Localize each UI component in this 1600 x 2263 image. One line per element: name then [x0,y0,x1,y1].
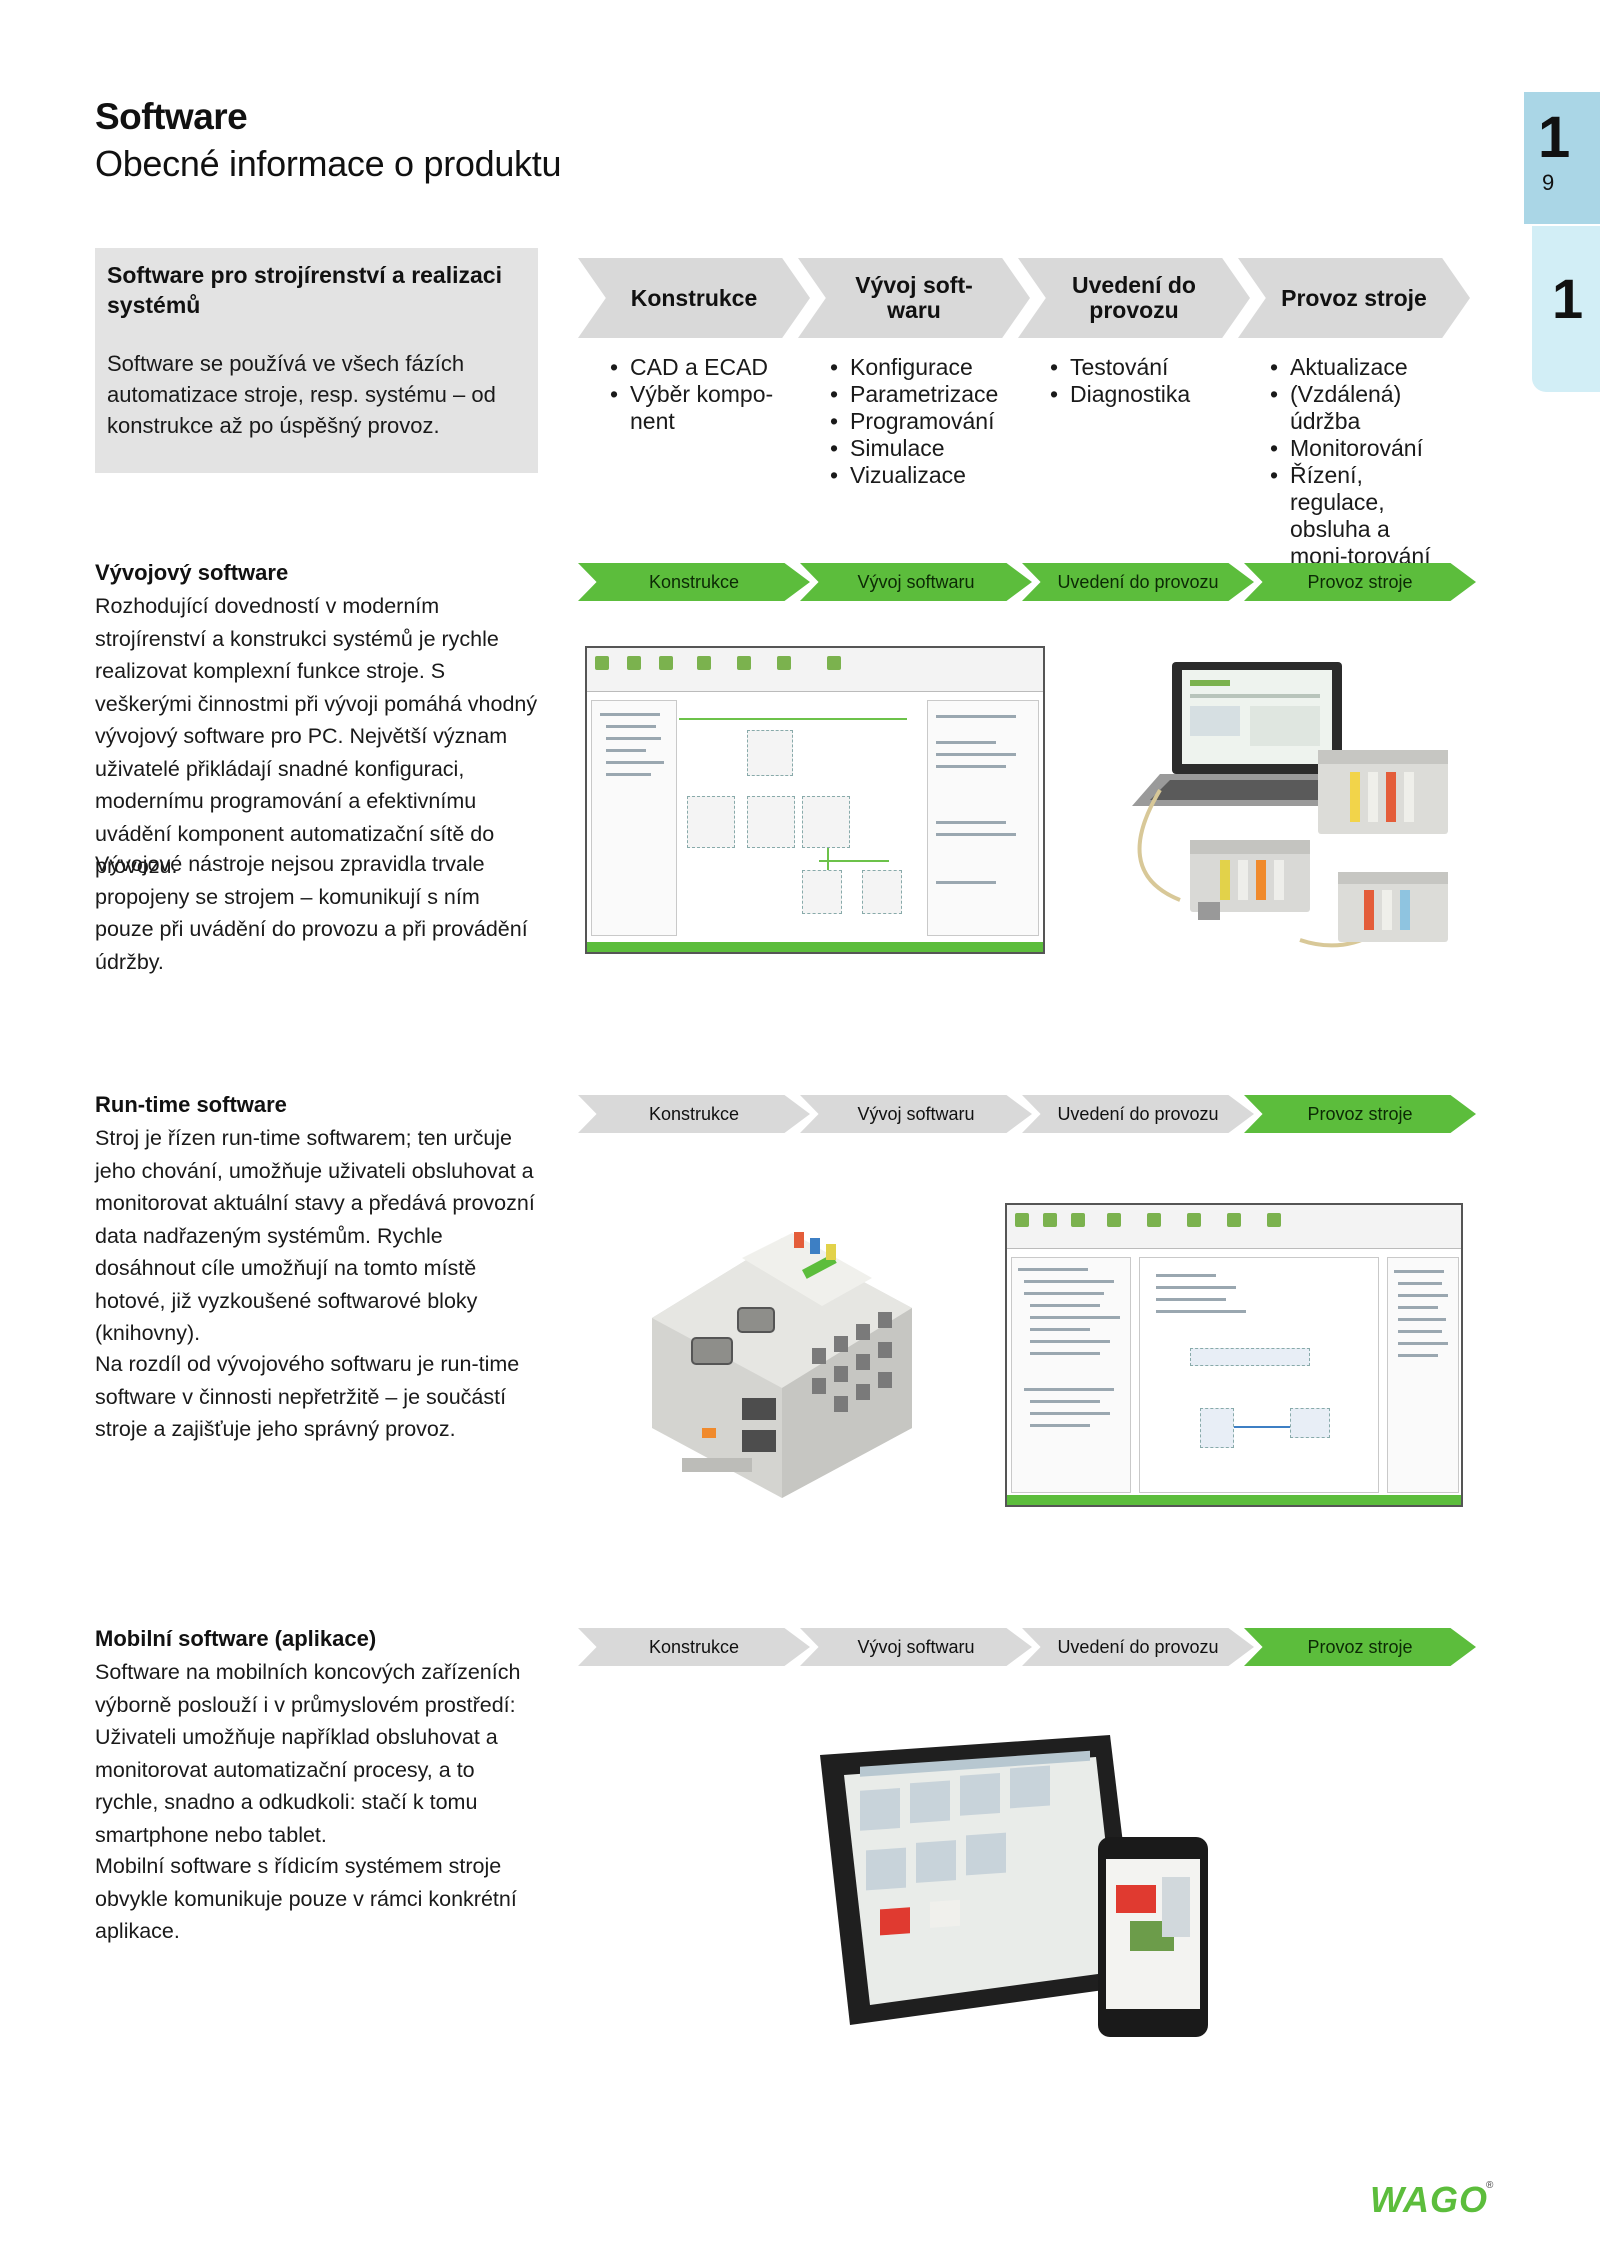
phase-indicator-vyvoj: Vývoj softwaru [800,563,1032,601]
wago-logo-mark: WAGO ® [1370,2179,1494,2220]
list-item: Vizualizace [830,462,1000,489]
dev-software-screenshot [585,646,1045,954]
list-item: (Vzdálená) údržba [1270,381,1450,435]
list-item: Monitorování [1270,435,1450,462]
list-item: Testování [1050,354,1220,381]
phase-indicator-konstrukce: Konstrukce [578,1095,810,1133]
section-number: 1 [1552,267,1584,330]
section-heading-mobilni: Mobilní software (aplikace) [95,1626,377,1651]
phase-indicator-provoz: Provoz stroje [1244,1628,1476,1666]
svg-text:WAGO: WAGO [1370,2179,1488,2220]
page-subtitle: Obecné informace o produktu [95,143,562,184]
controller-illustration [652,1232,912,1498]
phase-indicator-provoz: Provoz stroje [1244,563,1476,601]
section-heading-runtime: Run-time software [95,1092,287,1117]
section-text-runtime-2: Na rozdíl od vývojového softwaru je run-… [95,1352,520,1441]
list-item: Aktualizace [1270,354,1450,381]
intro-box: Software pro strojírenství a realizaci s… [95,248,538,473]
phase-list-uvedeni: Testování Diagnostika [1050,354,1220,408]
list-item: Programování [830,408,1000,435]
section-heading-vyvojovy: Vývojový software [95,560,289,585]
phase-list-vyvoj: Konfigurace Parametrizace Programování S… [830,354,1000,489]
phase-chevron-vyvoj: Vývoj soft-waru [798,258,1030,338]
phase-indicator-vyvoj: Vývoj softwaru [800,1628,1032,1666]
phase-indicator-uvedeni: Uvedení do provozu [1022,1095,1254,1133]
list-item: Simulace [830,435,1000,462]
list-item: Řízení, regulace, obsluha a moni-torován… [1270,462,1450,570]
page-title: Software [95,96,248,137]
svg-text:®: ® [1486,2180,1494,2191]
phase-chevron-provoz: Provoz stroje [1238,258,1470,338]
chapter-tab-top: 1 9 [1524,92,1600,224]
laptop-controller-illustration [1132,662,1448,948]
section-text-runtime-1: Stroj je řízen run-time softwarem; ten u… [95,1126,535,1345]
ribbon-toolbar [1007,1205,1461,1249]
phase-list-provoz: Aktualizace (Vzdálená) údržba Monitorová… [1270,354,1450,570]
project-tree-pane [591,700,677,936]
properties-pane [927,700,1039,936]
list-item: Konfigurace [830,354,1000,381]
section-text-mobilni-1: Software na mobilních koncových zařízení… [95,1660,521,1847]
chapter-tab-bottom: 1 [1532,226,1600,392]
tablet-phone-illustration [820,1735,1208,2037]
list-item: Výběr kompo-nent [610,381,780,435]
phase-chevron-uvedeni: Uvedení do provozu [1018,258,1250,338]
section-text-vyvojovy-1: Rozhodující dovedností v moderním strojí… [95,594,538,878]
phase-indicator-konstrukce: Konstrukce [578,563,810,601]
list-item: Diagnostika [1050,381,1220,408]
device-tree-pane [1011,1257,1131,1493]
phase-indicator-mobilni: Konstrukce Vývoj softwaru Uvedení do pro… [578,1628,1478,1666]
intro-text: Software se používá ve všech fázích auto… [107,351,496,438]
ribbon-toolbar [587,648,1043,692]
phase-indicator-provoz: Provoz stroje [1244,1095,1476,1133]
phase-indicator-konstrukce: Konstrukce [578,1628,810,1666]
chapter-number: 1 [1538,105,1571,170]
intro-heading: Software pro strojírenství a realizaci s… [107,262,502,318]
section-text-mobilni-2: Mobilní software s řídicím systémem stro… [95,1854,517,1943]
phase-indicator-vyvojovy: Konstrukce Vývoj softwaru Uvedení do pro… [578,563,1478,601]
library-pane [1387,1257,1459,1493]
list-item: CAD a ECAD [610,354,780,381]
phase-chevron-konstrukce: Konstrukce [578,258,810,338]
page-number: 9 [1542,170,1555,195]
phase-indicator-runtime: Konstrukce Vývoj softwaru Uvedení do pro… [578,1095,1478,1133]
phase-indicator-uvedeni: Uvedení do provozu [1022,563,1254,601]
phase-list-konstrukce: CAD a ECAD Výběr kompo-nent [610,354,780,435]
phase-indicator-uvedeni: Uvedení do provozu [1022,1628,1254,1666]
list-item: Parametrizace [830,381,1000,408]
section-text-vyvojovy-2: Vývojové nástroje nejsou zpravidla trval… [95,852,528,974]
editor-pane [1139,1257,1379,1493]
runtime-software-screenshot [1005,1203,1463,1507]
wago-logo: WAGO ® [1368,2176,1498,2220]
phase-indicator-vyvoj: Vývoj softwaru [800,1095,1032,1133]
